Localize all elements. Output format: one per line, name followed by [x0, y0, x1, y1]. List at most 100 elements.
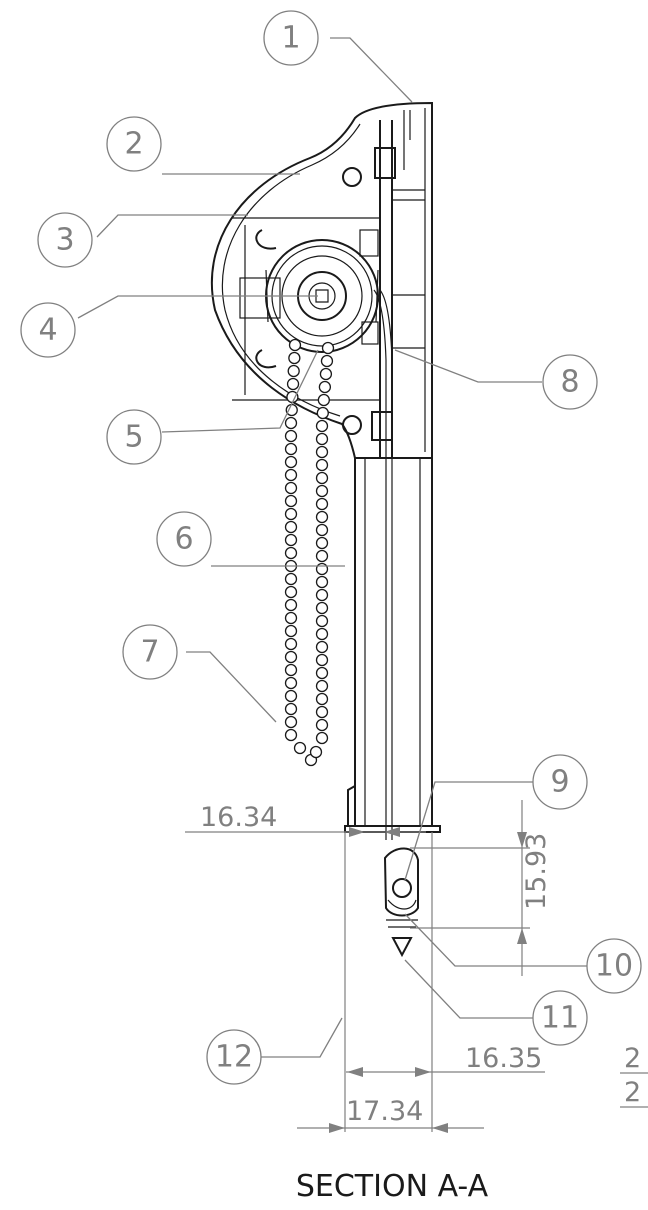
dim-label-cut-1: 2: [624, 1043, 641, 1074]
balloon-7: 7: [122, 624, 178, 680]
chain-bead: [315, 510, 329, 524]
svg-text:12: 12: [215, 1040, 253, 1075]
bead-chain: [284, 338, 335, 767]
chain-bead: [284, 624, 298, 638]
chain-bead: [284, 650, 298, 664]
chain-bead: [284, 572, 298, 586]
chain-bead: [319, 367, 333, 381]
chain-bead: [284, 637, 298, 651]
dimension-labels: 16.34 15.93 16.35 17.34 2 2: [200, 802, 641, 1127]
chain-bead: [315, 497, 329, 511]
chain-bead: [315, 588, 329, 602]
chain-bead: [315, 692, 329, 706]
balloon-4: 4: [20, 302, 76, 358]
chain-bead: [315, 549, 329, 563]
balloon-1: 1: [263, 10, 319, 66]
leader-lines: [77, 37, 588, 1058]
chain-bead: [284, 442, 298, 456]
chain-bead: [316, 406, 329, 420]
balloon-12: 12: [206, 1029, 262, 1085]
chain-bead: [315, 705, 329, 719]
chain-bead: [285, 403, 298, 417]
chain-bead: [315, 679, 329, 693]
headrail-cassette: [210, 101, 433, 459]
chain-bead: [284, 468, 298, 482]
chain-bead: [284, 689, 298, 703]
balloon-8: 8: [542, 354, 598, 410]
chain-bead: [315, 653, 329, 667]
chain-bead: [284, 611, 298, 625]
chain-bead: [315, 536, 329, 550]
chain-bead: [284, 533, 298, 547]
chain-bead: [284, 494, 298, 508]
balloon-9: 9: [532, 754, 588, 810]
dim-label-cut-2: 2: [624, 1077, 641, 1108]
chain-bead: [315, 666, 329, 680]
cord-path: [373, 289, 393, 840]
chain-bead: [284, 455, 298, 469]
chain-bead: [286, 390, 299, 404]
svg-text:8: 8: [560, 365, 579, 400]
chain-bead: [284, 481, 298, 495]
balloon-11: 11: [532, 990, 588, 1046]
chain-bead: [315, 562, 329, 576]
svg-text:7: 7: [140, 635, 159, 670]
dim-label-2: 15.93: [521, 833, 552, 910]
dimension-lines: [185, 800, 648, 1133]
balloon-5: 5: [106, 409, 162, 465]
dim-label-4: 17.34: [346, 1096, 423, 1127]
chain-bead: [315, 523, 329, 537]
chain-bead: [309, 745, 323, 759]
chain-bead: [315, 471, 329, 485]
chain-bead: [284, 546, 298, 560]
chain-bead: [315, 614, 329, 628]
chain-bead: [315, 731, 329, 745]
svg-text:1: 1: [281, 21, 300, 56]
chain-bead: [284, 507, 298, 521]
svg-text:2: 2: [124, 127, 143, 162]
chain-bead: [315, 484, 329, 498]
chain-bead: [315, 718, 329, 732]
chain-bead: [288, 338, 302, 352]
svg-text:10: 10: [595, 949, 633, 984]
balloon-3: 3: [37, 212, 93, 268]
tassel-stopper: [383, 847, 419, 958]
chain-bead: [284, 585, 298, 599]
chain-bead: [284, 429, 298, 443]
chain-bead: [284, 598, 298, 612]
chain-bead: [284, 520, 298, 534]
svg-text:6: 6: [174, 522, 193, 557]
chain-bead: [315, 640, 329, 654]
chain-bead: [284, 715, 298, 729]
chain-bead: [287, 364, 300, 378]
svg-text:4: 4: [38, 313, 57, 348]
balloon-2: 2: [106, 116, 162, 172]
svg-text:11: 11: [541, 1001, 579, 1036]
chain-bead: [320, 354, 334, 368]
chain-bead: [315, 445, 329, 459]
dim-label-3: 16.35: [465, 1043, 542, 1074]
chain-bead: [315, 458, 329, 472]
chain-bead: [284, 676, 298, 690]
chain-bead: [284, 728, 298, 742]
chain-bead: [286, 377, 300, 391]
section-caption: SECTION A-A: [296, 1169, 489, 1204]
svg-text:9: 9: [550, 765, 569, 800]
dim-label-1: 16.34: [200, 802, 277, 833]
chain-bead: [315, 432, 329, 446]
chain-bead: [284, 702, 298, 716]
bottom-rail: [344, 458, 441, 833]
chain-bead: [321, 341, 335, 355]
balloon-10: 10: [586, 938, 642, 994]
chain-bead: [288, 351, 301, 365]
svg-text:5: 5: [124, 420, 143, 455]
chain-bead: [315, 575, 329, 589]
chain-bead: [284, 663, 298, 677]
balloon-6: 6: [156, 511, 212, 567]
chain-bead: [317, 393, 330, 407]
chain-bead: [318, 380, 332, 394]
chain-bead: [315, 627, 329, 641]
chain-bead: [315, 419, 329, 433]
svg-text:3: 3: [55, 223, 74, 258]
